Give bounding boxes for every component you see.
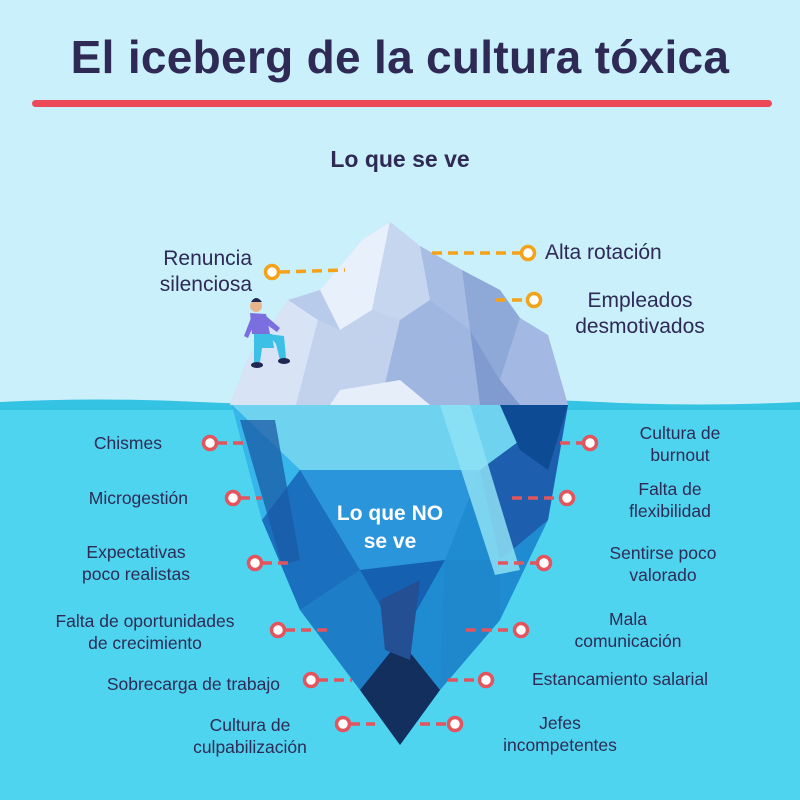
circle-connector-icon: [519, 244, 537, 262]
label-cultura-burnout: Cultura de burnout: [639, 423, 721, 465]
label-empleados-desmotivados: Empleados desmotivados: [575, 289, 705, 338]
person-sitting-icon: [244, 298, 290, 368]
circle-connector-icon: [302, 671, 320, 689]
label-falta-oportunidades: Falta de oportunidades de crecimiento: [55, 611, 235, 653]
visible-connectors: [263, 244, 543, 309]
title-underline: [32, 100, 772, 107]
label-mala-comunicacion: Mala comunicación: [574, 609, 682, 651]
label-renuncia-silenciosa: Renuncia silenciosa: [159, 247, 252, 296]
circle-connector-icon: [525, 291, 543, 309]
label-estancamiento-salarial: Estancamiento salarial: [532, 669, 709, 689]
label-falta-flexibilidad: Falta de flexibilidad: [629, 479, 711, 521]
underwater-iceberg: [232, 405, 568, 745]
circle-connector-icon: [246, 554, 264, 572]
circle-connector-icon: [263, 263, 281, 281]
label-cultura-culpabilizacion: Cultura de culpabilización: [193, 715, 307, 757]
section-hidden-heading: Lo que NO se ve: [336, 502, 444, 553]
circle-connector-icon: [558, 489, 576, 507]
circle-connector-icon: [334, 715, 352, 733]
label-chismes: Chismes: [93, 433, 162, 453]
label-sentirse-poco-valorado: Sentirse poco valorado: [609, 543, 717, 585]
section-visible-heading: Lo que se ve: [330, 146, 470, 172]
visible-iceberg: [230, 222, 568, 405]
circle-connector-icon: [269, 621, 287, 639]
label-alta-rotacion: Alta rotación: [545, 241, 662, 264]
circle-connector-icon: [446, 715, 464, 733]
circle-connector-icon: [581, 434, 599, 452]
circle-connector-icon: [512, 621, 530, 639]
circle-connector-icon: [201, 434, 219, 452]
circle-connector-icon: [477, 671, 495, 689]
hidden-connectors: [201, 434, 599, 733]
circle-connector-icon: [535, 554, 553, 572]
circle-connector-icon: [224, 489, 242, 507]
page-title: El iceberg de la cultura tóxica: [70, 31, 730, 83]
label-jefes-incompetentes: Jefes incompetentes: [503, 713, 617, 755]
label-microgestion: Microgestión: [88, 488, 188, 508]
label-expectativas: Expectativas poco realistas: [82, 542, 190, 584]
label-sobrecarga: Sobrecarga de trabajo: [106, 674, 280, 694]
